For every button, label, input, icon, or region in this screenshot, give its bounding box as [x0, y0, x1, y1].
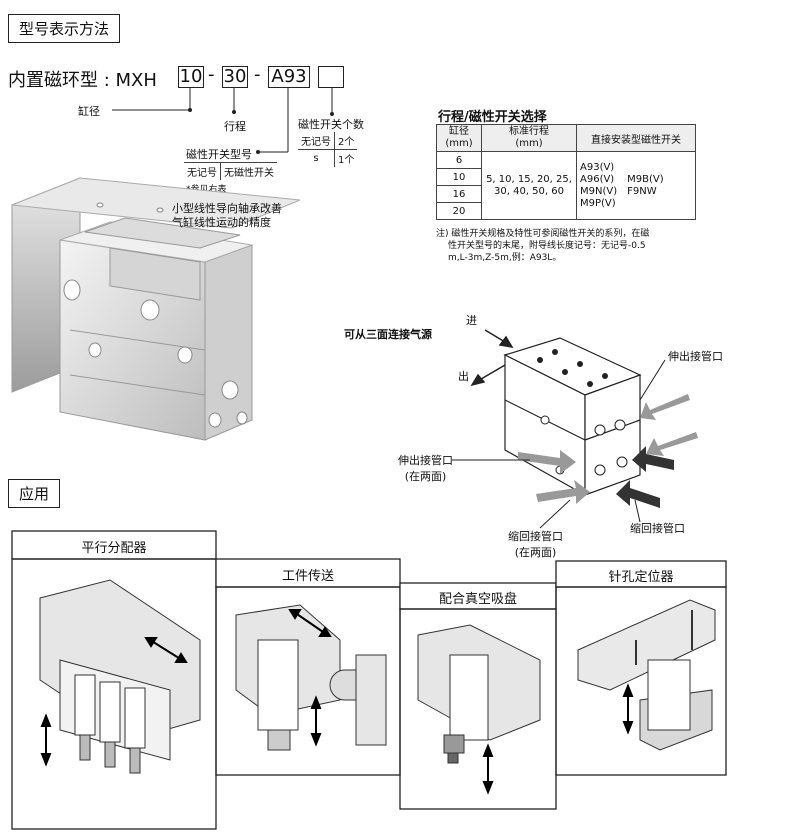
model-box-switch: A93 [268, 66, 310, 88]
switch-count-title: 磁性开关个数 [298, 118, 364, 131]
piping-in-label: 进 [466, 314, 477, 327]
model-sep-1: - [208, 64, 215, 85]
bore-label: 缸径 [78, 105, 100, 118]
model-box-stroke: 30 [222, 66, 248, 88]
note-line: m,L-3m,Z-5m,例：A93L。 [448, 253, 562, 263]
table-switch-item: A96(V) [580, 173, 615, 185]
table-switch-cell: A93(V) A96(V) M9N(V) M9P(V) M9B(V) F9NW [576, 151, 696, 220]
stroke-table-note: 注) 磁性开关规格及特性可参阅磁性开关的系列，在磁 性开关型号的末尾，附导线长度… [436, 228, 649, 264]
section-title-model: 型号表示方法 [8, 14, 121, 43]
switch-count-code: s [313, 153, 319, 164]
extend-port-top-label: 伸出接管口 [668, 350, 723, 363]
label-line: 伸出接管口 [398, 454, 453, 467]
table-stroke-cell: 5, 10, 15, 20, 25, 30, 40, 50, 60 [481, 151, 577, 220]
section-title-apps: 应用 [8, 479, 61, 508]
table-switch-item: A93(V) [580, 161, 615, 173]
switch-count-value: 2个 [334, 132, 358, 150]
table-header-stroke: 标准行程 (mm) [481, 124, 577, 152]
table-stroke-line: 30, 40, 50, 60 [494, 185, 564, 197]
product-caption: 小型线性导向轴承改善 气缸线性运动的精度 [172, 202, 282, 230]
table-switch-item: M9N(V) [580, 185, 618, 197]
product-caption-line: 气缸线性运动的精度 [172, 216, 271, 229]
switch-model-title: 磁性开关型号 [186, 148, 252, 161]
app-title-vacuum-pad: 配合真空吸盘 [438, 592, 517, 607]
model-box-bore: 10 [178, 66, 204, 88]
retract-port-side-label: 缩回接管口 (在两面) [508, 528, 563, 560]
model-sep-2: - [254, 64, 261, 85]
see-right-note: *参见右表 [186, 185, 227, 195]
label-line: (在两面) [404, 470, 447, 483]
model-box-count [318, 66, 344, 88]
table-bore-cell: 20 [436, 202, 482, 220]
note-line: 性开关型号的末尾，附导线长度记号：无记号-0.5 [448, 241, 646, 251]
stroke-table-title: 行程/磁性开关选择 [438, 110, 547, 125]
retract-port-bottom-label: 缩回接管口 [630, 522, 685, 535]
switch-count-row: s 1个 [298, 149, 358, 167]
label-line: 缩回接管口 [508, 530, 563, 543]
table-switch-item: M9P(V) [580, 197, 616, 209]
app-title-parallel-distributor: 平行分配器 [81, 541, 147, 556]
table-header-bore: 缸径 (mm) [436, 124, 482, 152]
app-title-workpiece-transfer: 工件传送 [281, 569, 334, 584]
extend-port-side-label: 伸出接管口 (在两面) [398, 452, 453, 484]
app-title-pin-locator: 针孔定位器 [608, 570, 674, 585]
piping-out-label: 出 [458, 370, 469, 383]
piping-title: 可从三面连接气源 [344, 328, 432, 341]
product-caption-line: 小型线性导向轴承改善 [172, 202, 282, 215]
table-stroke-line: 5, 10, 15, 20, 25, [486, 173, 572, 185]
model-prefix: 内置磁环型 : MXH [8, 70, 157, 91]
stroke-label: 行程 [224, 120, 246, 133]
switch-count-table: 无记号 2个 s 1个 [298, 132, 358, 167]
table-switch-item: F9NW [627, 185, 657, 197]
switch-model-table: 无记号 无磁性开关 [184, 162, 277, 180]
switch-model-value: 无磁性开关 [220, 162, 277, 180]
switch-count-value: 1个 [334, 149, 358, 167]
note-line: 注) 磁性开关规格及特性可参阅磁性开关的系列，在磁 [436, 229, 650, 239]
switch-count-code: 无记号 [298, 132, 335, 150]
table-switch-item: M9B(V) [627, 173, 664, 185]
switch-count-row: 无记号 2个 [298, 132, 358, 150]
label-line: (在两面) [514, 546, 557, 559]
stroke-table: 缸径 (mm) 标准行程 (mm) 直接安装型磁性开关 6 5, 10, 15,… [436, 124, 696, 220]
